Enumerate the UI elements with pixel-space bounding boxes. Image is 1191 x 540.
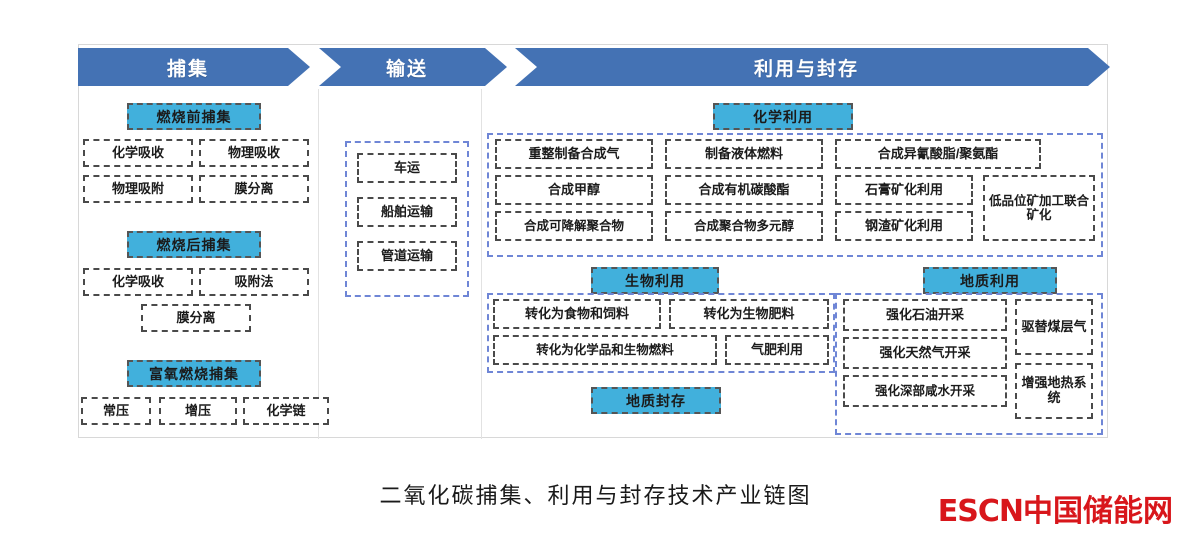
column-separator-1 [318, 89, 319, 439]
escn-logo: ESCN中国储能网 [938, 486, 1173, 530]
chemical-item-c1-1: 重整制备合成气 [495, 139, 653, 169]
diagram-frame: 捕集 输送 利用与封存 燃烧前捕集 化学吸收 物理吸收 物理吸附 膜分离 燃烧后… [78, 44, 1108, 439]
column-separator-2 [481, 89, 482, 439]
stage-chevron-capture: 捕集 [78, 48, 310, 86]
capture-item-oxy-3: 化学链 [243, 397, 329, 425]
biological-title: 生物利用 [591, 267, 719, 294]
chemical-item-c1-2: 合成甲醇 [495, 175, 653, 205]
chemical-item-c1-3: 合成可降解聚合物 [495, 211, 653, 241]
transport-item-1: 车运 [357, 153, 457, 183]
stage-band: 捕集 输送 利用与封存 [79, 45, 1107, 89]
capture-item-post-1: 化学吸收 [83, 268, 193, 296]
geological-use-item-4: 驱替煤层气 [1015, 299, 1093, 355]
geological-use-group [835, 293, 1103, 435]
chemical-item-c2-1: 制备液体燃料 [665, 139, 823, 169]
geological-storage-title: 地质封存 [591, 387, 721, 414]
transport-item-2: 船舶运输 [357, 197, 457, 227]
biological-item-3: 转化为化学品和生物燃料 [493, 335, 717, 365]
geological-use-title: 地质利用 [923, 267, 1057, 294]
stage-chevron-utilization-storage: 利用与封存 [515, 48, 1110, 86]
capture-item-post-3: 膜分离 [141, 304, 251, 332]
capture-group-title-post-combustion: 燃烧后捕集 [127, 231, 261, 258]
geological-use-item-2: 强化天然气开采 [843, 337, 1007, 369]
chemical-item-c2-3: 合成聚合物多元醇 [665, 211, 823, 241]
transport-group [345, 141, 469, 297]
geological-use-item-1: 强化石油开采 [843, 299, 1007, 331]
capture-item-pre-3: 物理吸附 [83, 175, 193, 203]
capture-item-pre-2: 物理吸收 [199, 139, 309, 167]
capture-item-post-2: 吸附法 [199, 268, 309, 296]
biological-item-1: 转化为食物和饲料 [493, 299, 661, 329]
figure-caption: 二氧化碳捕集、利用与封存技术产业链图 [379, 484, 812, 509]
geological-use-item-3: 强化深部咸水开采 [843, 375, 1007, 407]
logo-latin-text: ESCN [937, 494, 1024, 529]
chemical-item-c2-2: 合成有机碳酸酯 [665, 175, 823, 205]
chemical-group [487, 133, 1103, 257]
capture-item-pre-4: 膜分离 [199, 175, 309, 203]
geological-use-item-5: 增强地热系统 [1015, 363, 1093, 419]
biological-item-4: 气肥利用 [725, 335, 829, 365]
capture-group-title-oxyfuel: 富氧燃烧捕集 [127, 360, 261, 387]
chemical-item-c3-3: 钢渣矿化利用 [835, 211, 973, 241]
chemical-item-c3-1: 合成异氰酸脂/聚氨酯 [835, 139, 1041, 169]
stage-chevron-transport: 输送 [319, 48, 507, 86]
biological-group [487, 293, 835, 373]
stage-label-capture: 捕集 [166, 58, 209, 80]
chemical-item-c3-2: 石膏矿化利用 [835, 175, 973, 205]
logo-chinese-text: 中国储能网 [1023, 494, 1173, 529]
chemical-item-c4-1: 低品位矿加工联合矿化 [983, 175, 1095, 241]
capture-item-oxy-2: 增压 [159, 397, 237, 425]
stage-label-transport: 输送 [385, 58, 428, 80]
biological-item-2: 转化为生物肥料 [669, 299, 829, 329]
capture-item-oxy-1: 常压 [81, 397, 151, 425]
capture-group-title-pre-combustion: 燃烧前捕集 [127, 103, 261, 130]
capture-item-pre-1: 化学吸收 [83, 139, 193, 167]
transport-item-3: 管道运输 [357, 241, 457, 271]
stage-label-utilization-storage: 利用与封存 [753, 58, 859, 80]
chemical-title: 化学利用 [713, 103, 853, 130]
